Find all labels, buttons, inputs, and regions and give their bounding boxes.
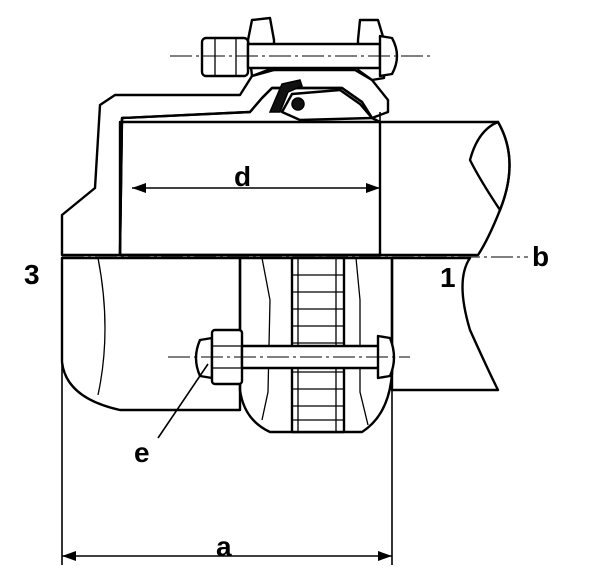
shaft-break-upper (468, 120, 511, 212)
dimension-a (61, 362, 393, 565)
label-3: 3 (24, 259, 40, 290)
label-1: 1 (440, 262, 456, 293)
label-d: d (234, 161, 251, 192)
hub-exterior (60, 256, 242, 412)
hub-housing-section (60, 68, 390, 257)
lower-bolt (168, 328, 410, 386)
seal-body (280, 88, 374, 122)
seal-ring (268, 79, 303, 113)
top-bolt (170, 34, 430, 78)
lower-half-view (60, 256, 500, 434)
lower-bolt-cap (194, 336, 214, 380)
upper-half-section (60, 16, 511, 257)
shaft-lower (390, 256, 500, 392)
left-flange-block (246, 16, 276, 78)
label-e: e (134, 437, 150, 468)
seal-spring (291, 97, 305, 111)
dimension-d (132, 112, 381, 200)
label-b: b (532, 241, 549, 272)
label-a: a (216, 531, 232, 562)
leader-e (157, 363, 209, 439)
top-bolt-nut (200, 36, 250, 78)
